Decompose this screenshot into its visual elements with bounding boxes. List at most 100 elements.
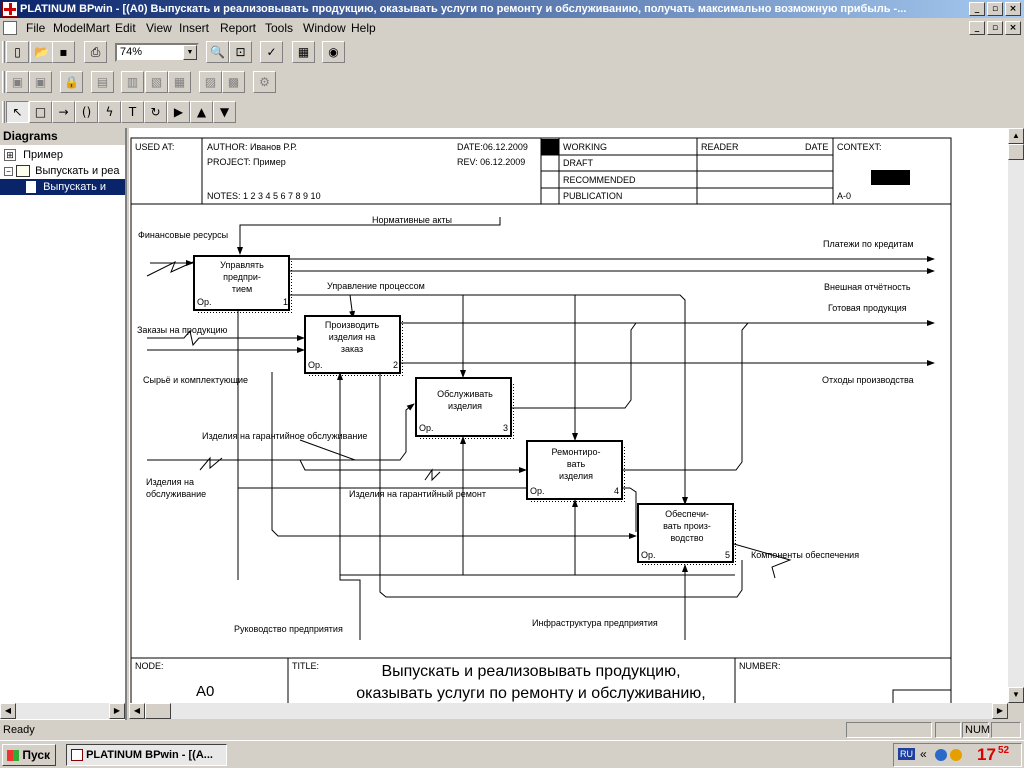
- tree-item-model[interactable]: ⊞ Пример: [4, 147, 63, 163]
- start-button[interactable]: Пуск: [2, 744, 56, 766]
- menu-bar: File ModelMart Edit View Insert Report T…: [0, 18, 1024, 38]
- diagram-title-line2: оказывать услуги по ремонту и обслуживан…: [356, 685, 706, 702]
- arrow-tool-icon[interactable]: →: [52, 101, 75, 123]
- menu-view[interactable]: View: [146, 21, 172, 35]
- squiggle-tool-icon[interactable]: ϟ: [98, 101, 121, 123]
- arrow-label-finance[interactable]: Финансовые ресурсы: [138, 230, 228, 240]
- scroll-left-icon[interactable]: ◀: [0, 703, 16, 719]
- menu-report[interactable]: Report: [220, 21, 257, 35]
- arrow-label-waste[interactable]: Отходы производства: [822, 375, 914, 385]
- mm-security-icon[interactable]: ▩: [222, 71, 245, 93]
- zoom-in-icon[interactable]: 🔍: [206, 41, 229, 63]
- context-node: A-0: [837, 191, 851, 201]
- canvas-vscroll[interactable]: ▲ ▼: [1008, 128, 1024, 703]
- menu-help[interactable]: Help: [351, 21, 376, 35]
- zoom-fit-icon[interactable]: ⊡: [229, 41, 252, 63]
- arrow-label-for-service-2[interactable]: обслуживание: [146, 489, 206, 499]
- mm-save-icon[interactable]: ▥: [121, 71, 144, 93]
- tray-expand-icon[interactable]: «: [920, 747, 927, 761]
- tree-item-label: Пример: [23, 149, 64, 161]
- maximize-button[interactable]: ▫: [987, 2, 1003, 16]
- canvas-hscroll[interactable]: ◀ ▶: [129, 703, 1008, 719]
- scroll-down-icon[interactable]: ▼: [1008, 687, 1024, 703]
- model-explorer-icon[interactable]: ▦: [292, 41, 315, 63]
- arrow-label-raw[interactable]: Сырьё и комплектующие: [143, 375, 248, 385]
- taskbar-bpwin-button[interactable]: PLATINUM BPwin - [(A...: [66, 744, 227, 766]
- go-parent-icon[interactable]: ▲: [190, 101, 213, 123]
- text-tool-icon[interactable]: T: [121, 101, 144, 123]
- mm-merge-icon[interactable]: ▧: [145, 71, 168, 93]
- activity-box-2[interactable]: [304, 315, 401, 374]
- box-tool-icon[interactable]: □: [29, 101, 52, 123]
- offpage-tool-icon[interactable]: ↻: [144, 101, 167, 123]
- diagram-canvas[interactable]: USED AT: AUTHOR: Иванов Р.Р. PROJECT: Пр…: [129, 128, 1008, 703]
- arrow-label-warranty-repair[interactable]: Изделия на гарантийный ремонт: [349, 489, 486, 499]
- open-icon[interactable]: 📂: [30, 41, 53, 63]
- taskbar-task-label: PLATINUM BPwin - [(A...: [86, 749, 213, 761]
- scroll-up-icon[interactable]: ▲: [1008, 128, 1024, 144]
- chevron-down-icon[interactable]: ▼: [183, 45, 197, 60]
- menu-file[interactable]: File: [26, 21, 46, 35]
- collapse-icon[interactable]: −: [4, 166, 13, 176]
- arrow-label-infra[interactable]: Инфраструктура предприятия: [532, 618, 658, 628]
- modelmart-icon[interactable]: ◉: [322, 41, 345, 63]
- arrow-label-for-service-1[interactable]: Изделия на: [146, 477, 194, 487]
- activity-box-4[interactable]: [526, 440, 623, 500]
- go-child-icon[interactable]: ▼: [213, 101, 236, 123]
- activity-box-3[interactable]: [415, 377, 512, 437]
- zoom-combo[interactable]: 74% ▼: [115, 43, 199, 62]
- pointer-tool-icon[interactable]: ↖: [6, 101, 29, 123]
- arrow-label-reporting[interactable]: Внешная отчётность: [824, 282, 911, 292]
- go-sibling-icon[interactable]: ▶: [167, 101, 190, 123]
- print-icon[interactable]: ⎙: [84, 41, 107, 63]
- scroll-thumb[interactable]: [1008, 144, 1024, 160]
- mm-open-icon[interactable]: ▤: [91, 71, 114, 93]
- scroll-left-icon[interactable]: ◀: [129, 703, 145, 719]
- scroll-right-icon[interactable]: ▶: [992, 703, 1008, 719]
- doc-close-button[interactable]: ×: [1005, 21, 1021, 35]
- box2-num: 2: [393, 360, 398, 370]
- arrow-label-management[interactable]: Руководство предприятия: [234, 624, 343, 634]
- tree-item-context[interactable]: − Выпускать и реа: [4, 163, 120, 179]
- mm-connect-icon[interactable]: ▣: [6, 71, 29, 93]
- activity-box-1[interactable]: [193, 255, 290, 311]
- tree-item-selected[interactable]: Выпускать и: [0, 179, 125, 195]
- sidebar-hscroll[interactable]: ◀ ▶: [0, 703, 125, 719]
- status-draft: DRAFT: [563, 158, 593, 168]
- arrow-label-warranty-service[interactable]: Изделия на гарантийное обслуживание: [202, 431, 367, 441]
- language-indicator[interactable]: RU: [898, 748, 915, 760]
- menu-window[interactable]: Window: [303, 21, 346, 35]
- modelmart-toolbar: ▣ ▣ 🔒 ▤ ▥ ▧ ▦ ▨ ▩ ⚙: [0, 68, 1024, 96]
- title-label: TITLE:: [292, 661, 319, 671]
- mm-disconnect-icon[interactable]: ▣: [29, 71, 52, 93]
- arrow-label-finished[interactable]: Готовая продукция: [828, 303, 907, 313]
- network-icon[interactable]: [935, 749, 947, 761]
- menu-edit[interactable]: Edit: [115, 21, 136, 35]
- lock-icon[interactable]: 🔒: [60, 71, 83, 93]
- activity-box-5[interactable]: [637, 503, 734, 563]
- arrow-label-loans[interactable]: Платежи по кредитам: [823, 239, 914, 249]
- node-value: A0: [196, 683, 214, 700]
- new-icon[interactable]: ▯: [6, 41, 29, 63]
- hscroll-thumb[interactable]: [145, 703, 171, 719]
- antivirus-icon[interactable]: [950, 749, 962, 761]
- scroll-right-icon[interactable]: ▶: [109, 703, 125, 719]
- close-button[interactable]: ×: [1005, 2, 1021, 16]
- mm-table-icon[interactable]: ▦: [168, 71, 191, 93]
- menu-insert[interactable]: Insert: [179, 21, 210, 35]
- doc-icon[interactable]: [3, 21, 17, 35]
- tunnel-tool-icon[interactable]: (): [75, 101, 98, 123]
- arrow-label-process-mgmt[interactable]: Управление процессом: [327, 281, 425, 291]
- arrow-label-components[interactable]: Компоненты обеспечения: [751, 550, 859, 560]
- spellcheck-icon[interactable]: ✓: [260, 41, 283, 63]
- mm-options-icon[interactable]: ⚙: [253, 71, 276, 93]
- save-icon[interactable]: ▪: [52, 41, 75, 63]
- menu-modelmart[interactable]: ModelMart: [53, 21, 110, 35]
- arrow-label-normative[interactable]: Нормативные акты: [372, 215, 452, 225]
- doc-minimize-button[interactable]: _: [969, 21, 985, 35]
- mm-library-icon[interactable]: ▨: [199, 71, 222, 93]
- arrow-label-orders[interactable]: Заказы на продукцию: [137, 325, 228, 335]
- minimize-button[interactable]: _: [969, 2, 985, 16]
- doc-restore-button[interactable]: ▫: [987, 21, 1003, 35]
- menu-tools[interactable]: Tools: [265, 21, 294, 35]
